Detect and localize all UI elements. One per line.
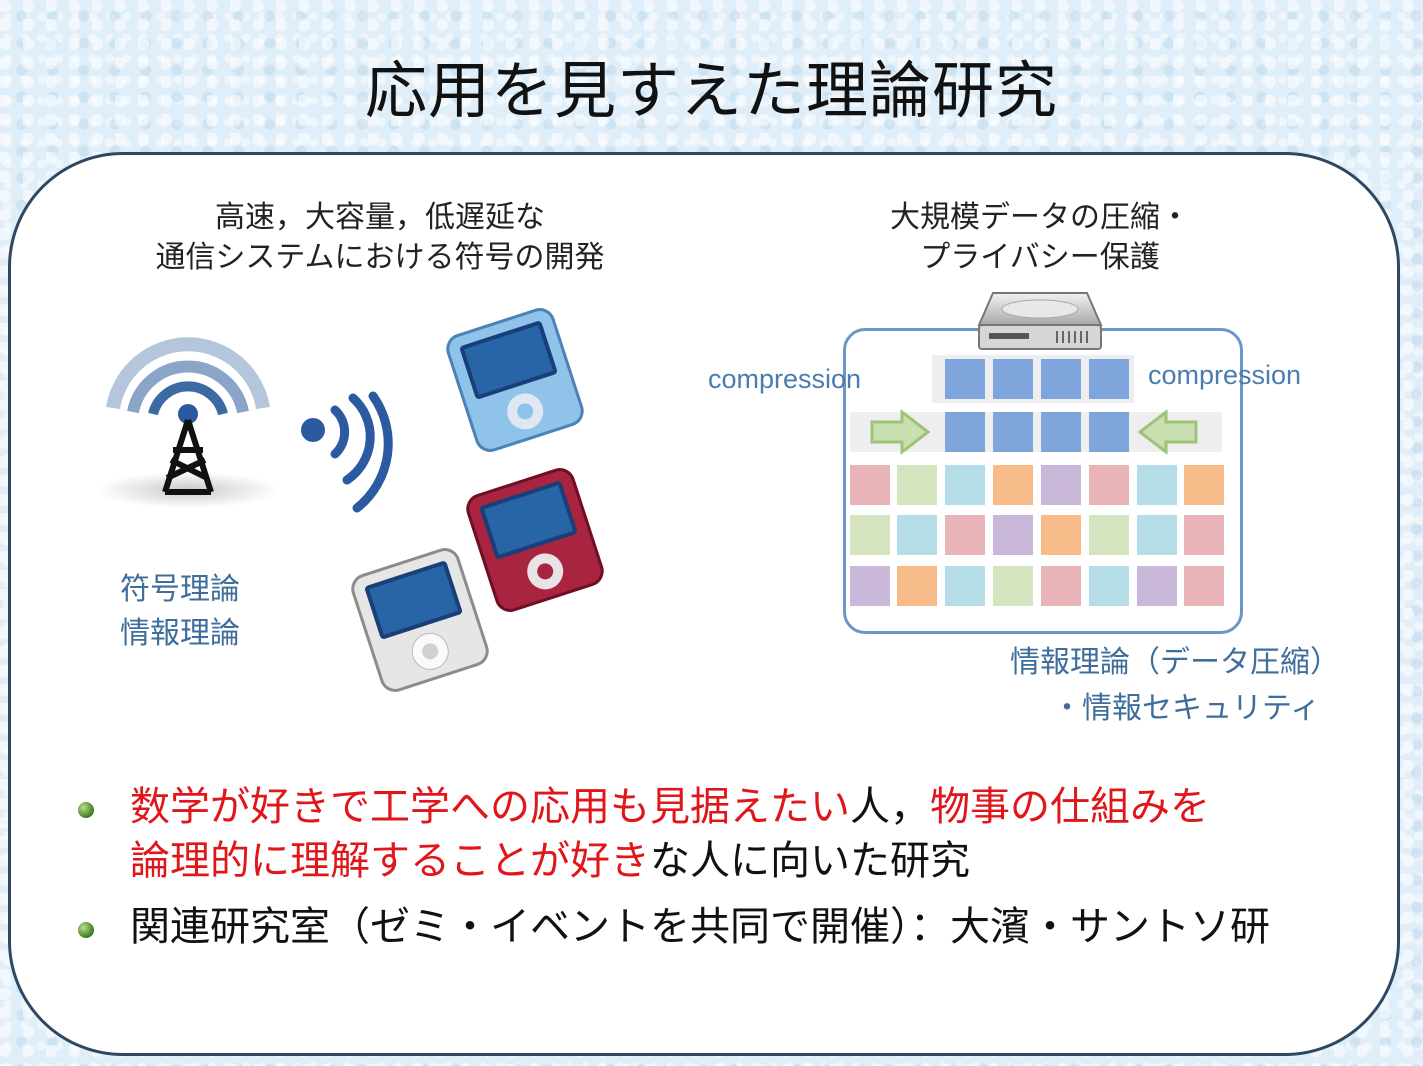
data-cell (993, 515, 1033, 555)
left-theory-label: 符号理論 情報理論 (120, 568, 240, 656)
data-cell (1089, 566, 1129, 606)
compressed-cell (993, 359, 1033, 399)
left-label-line1: 符号理論 (120, 572, 240, 607)
data-cell (993, 465, 1033, 505)
right-theory-label: 情報理論（データ圧縮） ・情報セキュリティ (1010, 640, 1340, 732)
data-cell (1184, 566, 1224, 606)
data-cell (1184, 465, 1224, 505)
data-cell (850, 465, 890, 505)
data-cell (1041, 566, 1081, 606)
radio-wave-icon (301, 391, 393, 513)
related-labs-text: 関連研究室（ゼミ・イベントを共同で開催）：大濱・サントソ研 (130, 904, 1270, 950)
right-label-line1: 情報理論（データ圧縮） (1010, 645, 1340, 680)
compressed-cell (1089, 412, 1129, 452)
data-cell (1041, 515, 1081, 555)
antenna-tower-icon (96, 337, 280, 508)
data-cell (897, 566, 937, 606)
data-cell (1041, 465, 1081, 505)
left-caption: 高速，大容量，低遅延な 通信システムにおける符号の開発 (80, 198, 680, 278)
data-cell (945, 465, 985, 505)
data-cell (945, 515, 985, 555)
data-cell (1137, 566, 1177, 606)
data-cell (1089, 515, 1129, 555)
compression-label-left: compression (708, 364, 862, 394)
bullet-item-1: 数学が好きで工学への応用も見据えたい人，物事の仕組みを 論理的に理解することが好… (70, 780, 1390, 888)
left-caption-line2: 通信システムにおける符号の開発 (155, 240, 605, 275)
compression-label-right: compression (1148, 360, 1302, 390)
compressed-cell (945, 412, 985, 452)
data-cell (1137, 515, 1177, 555)
data-cell (1137, 465, 1177, 505)
left-caption-line1: 高速，大容量，低遅延な (215, 200, 545, 235)
page-title: 応用を見すえた理論研究 (364, 54, 1058, 127)
plain-text: な人に向いた研究 (650, 838, 970, 884)
compressed-cell (1089, 359, 1129, 399)
data-cell (897, 515, 937, 555)
right-label-line2: ・情報セキュリティ (1052, 691, 1321, 726)
data-cell (897, 465, 937, 505)
bullet-icon (78, 802, 94, 818)
arrow-left-icon (1137, 408, 1198, 456)
arrow-right-icon (870, 408, 931, 456)
right-caption-line2: プライバシー保護 (920, 240, 1160, 275)
compressed-cell (1041, 359, 1081, 399)
data-cell (1184, 515, 1224, 555)
music-player-icon (446, 308, 584, 452)
bullet-list: 数学が好きで工学への応用も見据えたい人，物事の仕組みを 論理的に理解することが好… (70, 780, 1390, 954)
emphasis-text: 数学が好きで工学への応用も見据えたい (130, 784, 850, 830)
data-cell (945, 566, 985, 606)
data-cell (993, 566, 1033, 606)
bullet-icon (78, 922, 94, 938)
emphasis-text: 論理的に理解することが好き (130, 838, 650, 884)
data-cell (850, 515, 890, 555)
compressed-cell (993, 412, 1033, 452)
data-cell (1089, 465, 1129, 505)
bullet-item-2: 関連研究室（ゼミ・イベントを共同で開催）：大濱・サントソ研 (70, 900, 1390, 954)
music-player-icon (351, 548, 489, 692)
emphasis-text: 物事の仕組みを (930, 784, 1210, 830)
right-caption: 大規模データの圧縮・ プライバシー保護 (840, 198, 1240, 278)
music-player-icon (466, 468, 604, 612)
right-caption-line1: 大規模データの圧縮・ (890, 200, 1190, 235)
left-label-line2: 情報理論 (120, 616, 240, 651)
plain-text: 人， (850, 784, 930, 830)
compressed-cell (945, 359, 985, 399)
compressed-cell (1041, 412, 1081, 452)
hard-drive-icon (977, 292, 1103, 350)
data-cell (850, 566, 890, 606)
